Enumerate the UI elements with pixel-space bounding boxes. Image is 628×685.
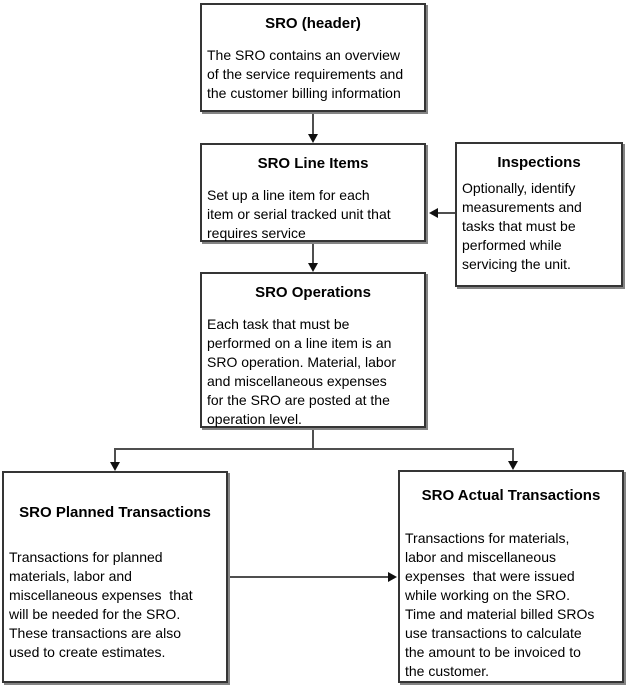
box-sro-operations: SRO Operations Each task that must be pe… (200, 272, 426, 428)
arrowhead-left-line-items-icon (429, 208, 438, 218)
box-sro-actual-transactions: SRO Actual Transactions Transactions for… (398, 470, 624, 683)
connector-inspections-to-line-items (437, 212, 455, 214)
box-sro-header-title: SRO (header) (265, 15, 361, 32)
connector-split-to-planned (114, 448, 116, 463)
box-sro-planned-transactions: SRO Planned Transactions Transactions fo… (2, 471, 228, 683)
box-sro-actual-transactions-title: SRO Actual Transactions (421, 487, 601, 504)
connector-split-to-actual (512, 448, 514, 462)
box-sro-planned-transactions-title: SRO Planned Transactions (19, 504, 211, 521)
arrowhead-down-planned-icon (110, 462, 120, 471)
box-sro-actual-transactions-body: Transactions for materials, labor and mi… (405, 530, 595, 679)
box-sro-operations-body: Each task that must be performed on a li… (207, 316, 397, 427)
connector-operations-stem (312, 430, 314, 450)
box-sro-header-body: The SRO contains an overview of the serv… (207, 47, 404, 101)
connector-line-items-to-operations (312, 244, 314, 264)
box-sro-operations-title: SRO Operations (255, 284, 371, 301)
arrowhead-down-operations-icon (308, 263, 318, 272)
box-sro-line-items-body: Set up a line item for each item or seri… (207, 187, 391, 241)
connector-operations-split (114, 448, 514, 450)
box-sro-header: SRO (header) The SRO contains an overvie… (200, 3, 426, 112)
box-sro-planned-transactions-body: Transactions for planned materials, labo… (9, 549, 193, 660)
box-inspections: Inspections Optionally, identify measure… (455, 142, 623, 287)
arrowhead-down-line-items-icon (308, 134, 318, 143)
connector-header-to-line-items (312, 114, 314, 136)
box-inspections-title: Inspections (497, 154, 581, 171)
arrowhead-right-actual-icon (388, 572, 397, 582)
box-inspections-body: Optionally, identify measurements and ta… (462, 180, 582, 272)
box-sro-line-items-title: SRO Line Items (257, 155, 369, 172)
box-sro-line-items: SRO Line Items Set up a line item for ea… (200, 143, 426, 242)
arrowhead-down-actual-icon (508, 461, 518, 470)
connector-planned-to-actual (230, 576, 389, 578)
